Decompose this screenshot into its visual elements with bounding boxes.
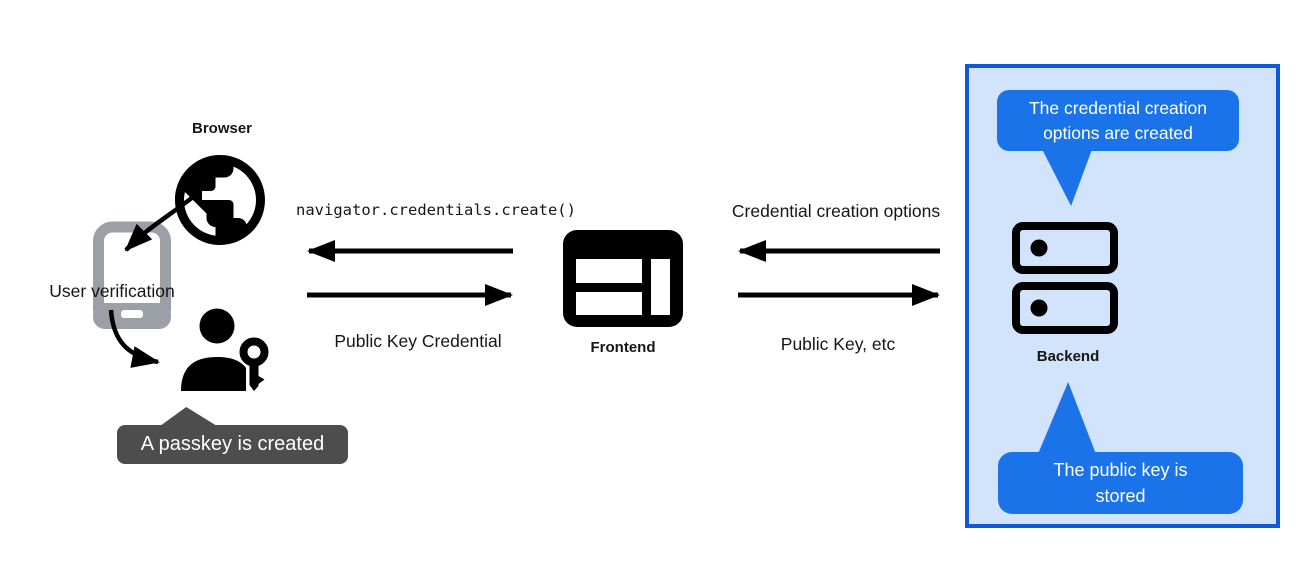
- options-created-callout-pointer: [1041, 148, 1093, 206]
- passkey-created-callout: A passkey is created: [117, 425, 348, 464]
- browser-label: Browser: [191, 120, 253, 137]
- globe-icon: [175, 155, 265, 245]
- public-key-credential-label: Public Key Credential: [334, 331, 502, 351]
- server-stack-icon: [1012, 222, 1118, 334]
- public-key-stored-callout: The public key is stored: [998, 452, 1243, 514]
- options-created-callout: The credential creation options are crea…: [997, 90, 1239, 151]
- public-key-stored-callout-pointer: [1038, 382, 1096, 454]
- navigator-credentials-create-label: navigator.credentials.create(): [296, 201, 576, 219]
- browser-window-icon: [563, 230, 683, 327]
- backend-label: Backend: [1036, 348, 1100, 365]
- passkey-created-text: A passkey is created: [140, 433, 325, 455]
- public-key-etc-label: Public Key, etc: [780, 334, 896, 354]
- credential-creation-options-label: Credential creation options: [731, 201, 941, 221]
- passkey-callout-pointer: [160, 407, 217, 426]
- smartphone-icon: [93, 221, 171, 329]
- options-created-text: The credential creation options are crea…: [1028, 97, 1208, 143]
- backend-panel: The credential creation options are crea…: [965, 64, 1280, 528]
- public-key-stored-text: The public key is stored: [1053, 460, 1188, 506]
- frontend-label: Frontend: [590, 339, 656, 356]
- user-verification-label: User verification: [49, 281, 175, 301]
- person-key-icon: [181, 308, 269, 391]
